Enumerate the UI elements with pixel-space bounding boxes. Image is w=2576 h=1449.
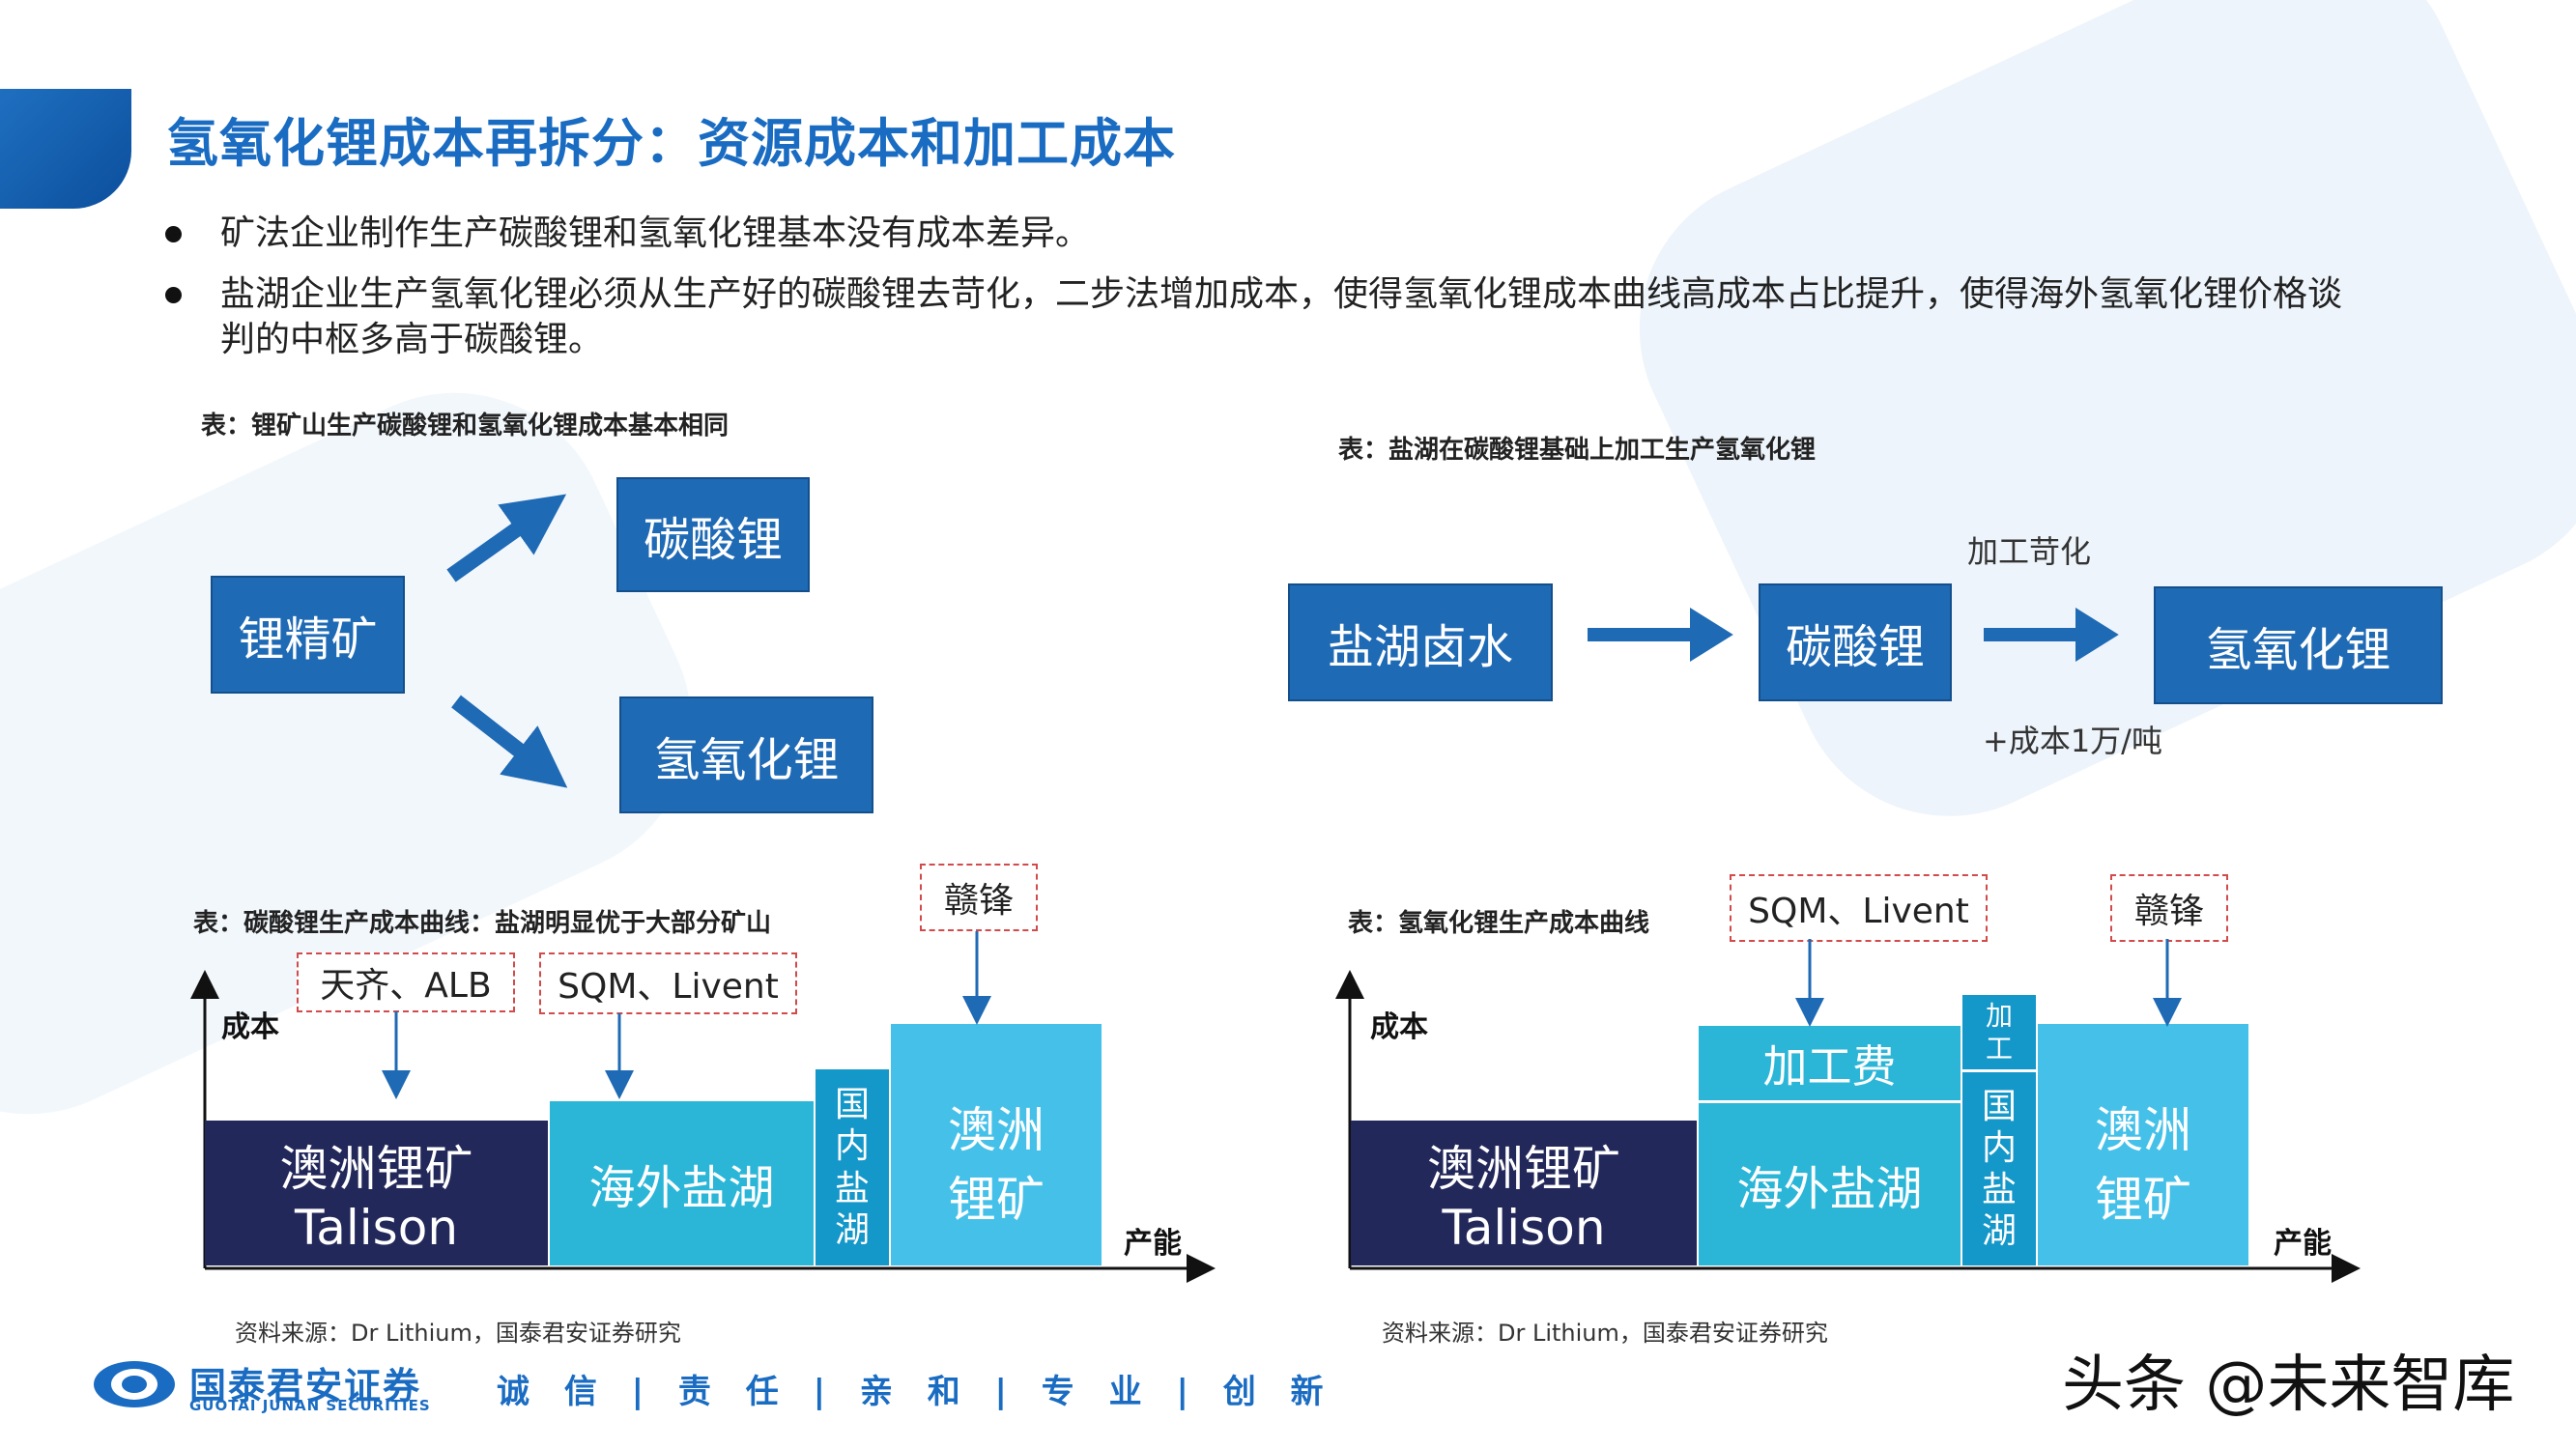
bullet-dot: [165, 226, 182, 242]
cost-block-domestic-salt-lake: 国 内 盐 湖: [1962, 1072, 2036, 1265]
target-box-bottom: 氢氧化锂: [619, 696, 873, 813]
cost-block-australia-talison: 澳洲锂矿 Talison: [1351, 1121, 1697, 1265]
block-char: 加: [1985, 999, 2013, 1032]
cost-note: +成本1万/吨: [1983, 723, 2162, 759]
block-char: 内: [1981, 1127, 2017, 1168]
cost-block-overseas-salt-lake: 海外盐湖: [550, 1101, 814, 1265]
block-sublabel: Talison: [294, 1200, 459, 1256]
flow-arrows: [446, 494, 568, 788]
figure-caption: 表：碳酸锂生产成本曲线：盐湖明显优于大部分矿山: [193, 909, 772, 938]
callout-arrows: [382, 931, 991, 1099]
process-arrows: [1588, 608, 2119, 662]
figure-caption: 表：锂矿山生产碳酸锂和氢氧化锂成本基本相同: [201, 412, 730, 440]
figure-caption: 表：氢氧化锂生产成本曲线: [1348, 909, 1650, 938]
callout-ganfeng: 赣锋: [920, 864, 1038, 931]
callout-tianqi-alb: 天齐、ALB: [297, 952, 515, 1012]
cost-block-processing: 加 工: [1962, 995, 2036, 1069]
bullet-text: 矿法企业制作生产碳酸锂和氢氧化锂基本没有成本差异。: [220, 213, 1091, 253]
block-label: 澳洲锂矿: [279, 1141, 473, 1197]
cost-block-overseas-salt-lake: 海外盐湖: [1699, 1103, 1961, 1265]
arrow-down-right: [451, 695, 568, 788]
cost-block-australia-mine: 澳洲 锂矿: [891, 1024, 1102, 1265]
company-slogan: 诚 信 | 责 任 | 亲 和 | 专 业 | 创 新: [497, 1373, 1335, 1411]
block-char: 湖: [1981, 1211, 2017, 1252]
target-box-top: 碳酸锂: [616, 477, 810, 592]
process-note: 加工苛化: [1967, 533, 2092, 570]
block-char: 湖: [834, 1209, 870, 1250]
block-label: 澳洲锂矿: [1427, 1141, 1620, 1197]
callout-sqm-livent: SQM、Livent: [539, 952, 797, 1014]
company-name: 国泰君安证券: [189, 1365, 422, 1407]
bullet-item: 矿法企业制作生产碳酸锂和氢氧化锂基本没有成本差异。: [165, 211, 2375, 256]
carbonate-box: 碳酸锂: [1759, 583, 1952, 701]
cost-block-australia-mine: 澳洲 锂矿: [2038, 1024, 2248, 1265]
figure-caption: 表：盐湖在碳酸锂基础上加工生产氢氧化锂: [1338, 436, 1817, 465]
title-accent-tab: [0, 89, 131, 209]
block-label: 海外盐湖: [588, 1161, 775, 1215]
arrow-up-right: [446, 494, 567, 582]
x-axis-label: 产能: [1124, 1227, 1182, 1261]
block-sublabel: Talison: [1442, 1200, 1606, 1256]
callout-sqm-livent: SQM、Livent: [1730, 874, 1988, 942]
y-axis-label: 成本: [1370, 1010, 1428, 1044]
source-box: 锂精矿: [211, 576, 405, 694]
chart-axes: [1335, 970, 2361, 1283]
source-note: 资料来源：Dr Lithium，国泰君安证券研究: [1382, 1320, 1828, 1347]
block-char: 盐: [1981, 1170, 2017, 1209]
page-title: 氢氧化锂成本再拆分：资源成本和加工成本: [166, 113, 1176, 174]
callout-ganfeng: 赣锋: [2110, 874, 2228, 942]
block-char: 内: [834, 1126, 870, 1167]
block-sublabel: 锂矿: [2095, 1172, 2191, 1228]
bullet-dot: [165, 287, 182, 303]
block-label: 澳洲: [948, 1102, 1045, 1158]
block-char: 国: [834, 1085, 870, 1125]
block-sublabel: 锂矿: [948, 1172, 1045, 1228]
hydroxide-box: 氢氧化锂: [2154, 586, 2443, 704]
y-axis-label: 成本: [221, 1010, 279, 1044]
brine-box: 盐湖卤水: [1288, 583, 1553, 701]
cost-block-australia-talison: 澳洲锂矿 Talison: [205, 1121, 548, 1265]
x-axis-label: 产能: [2274, 1227, 2332, 1261]
cost-block-domestic-salt-lake: 国 内 盐 湖: [816, 1069, 889, 1265]
block-char: 工: [1985, 1032, 2013, 1065]
block-label: 澳洲: [2095, 1102, 2191, 1158]
bullet-item: 盐湖企业生产氢氧化锂必须从生产好的碳酸锂去苛化，二步法增加成本，使得氢氧化锂成本…: [165, 271, 2375, 362]
source-note: 资料来源：Dr Lithium，国泰君安证券研究: [235, 1320, 681, 1347]
block-char: 国: [1981, 1086, 2017, 1126]
watermark: 头条 @未来智库: [2062, 1350, 2515, 1421]
company-name-english: GUOTAI JUNAN SECURITIES: [189, 1397, 431, 1414]
block-label: 加工费: [1762, 1039, 1897, 1093]
block-label: 海外盐湖: [1736, 1162, 1923, 1216]
cost-block-processing-fee: 加工费: [1699, 1026, 1961, 1100]
company-logo-icon: [94, 1361, 175, 1407]
block-char: 盐: [834, 1168, 870, 1208]
callout-arrows: [1795, 939, 2182, 1027]
bullet-text: 盐湖企业生产氢氧化锂必须从生产好的碳酸锂去苛化，二步法增加成本，使得氢氧化锂成本…: [220, 274, 2343, 359]
